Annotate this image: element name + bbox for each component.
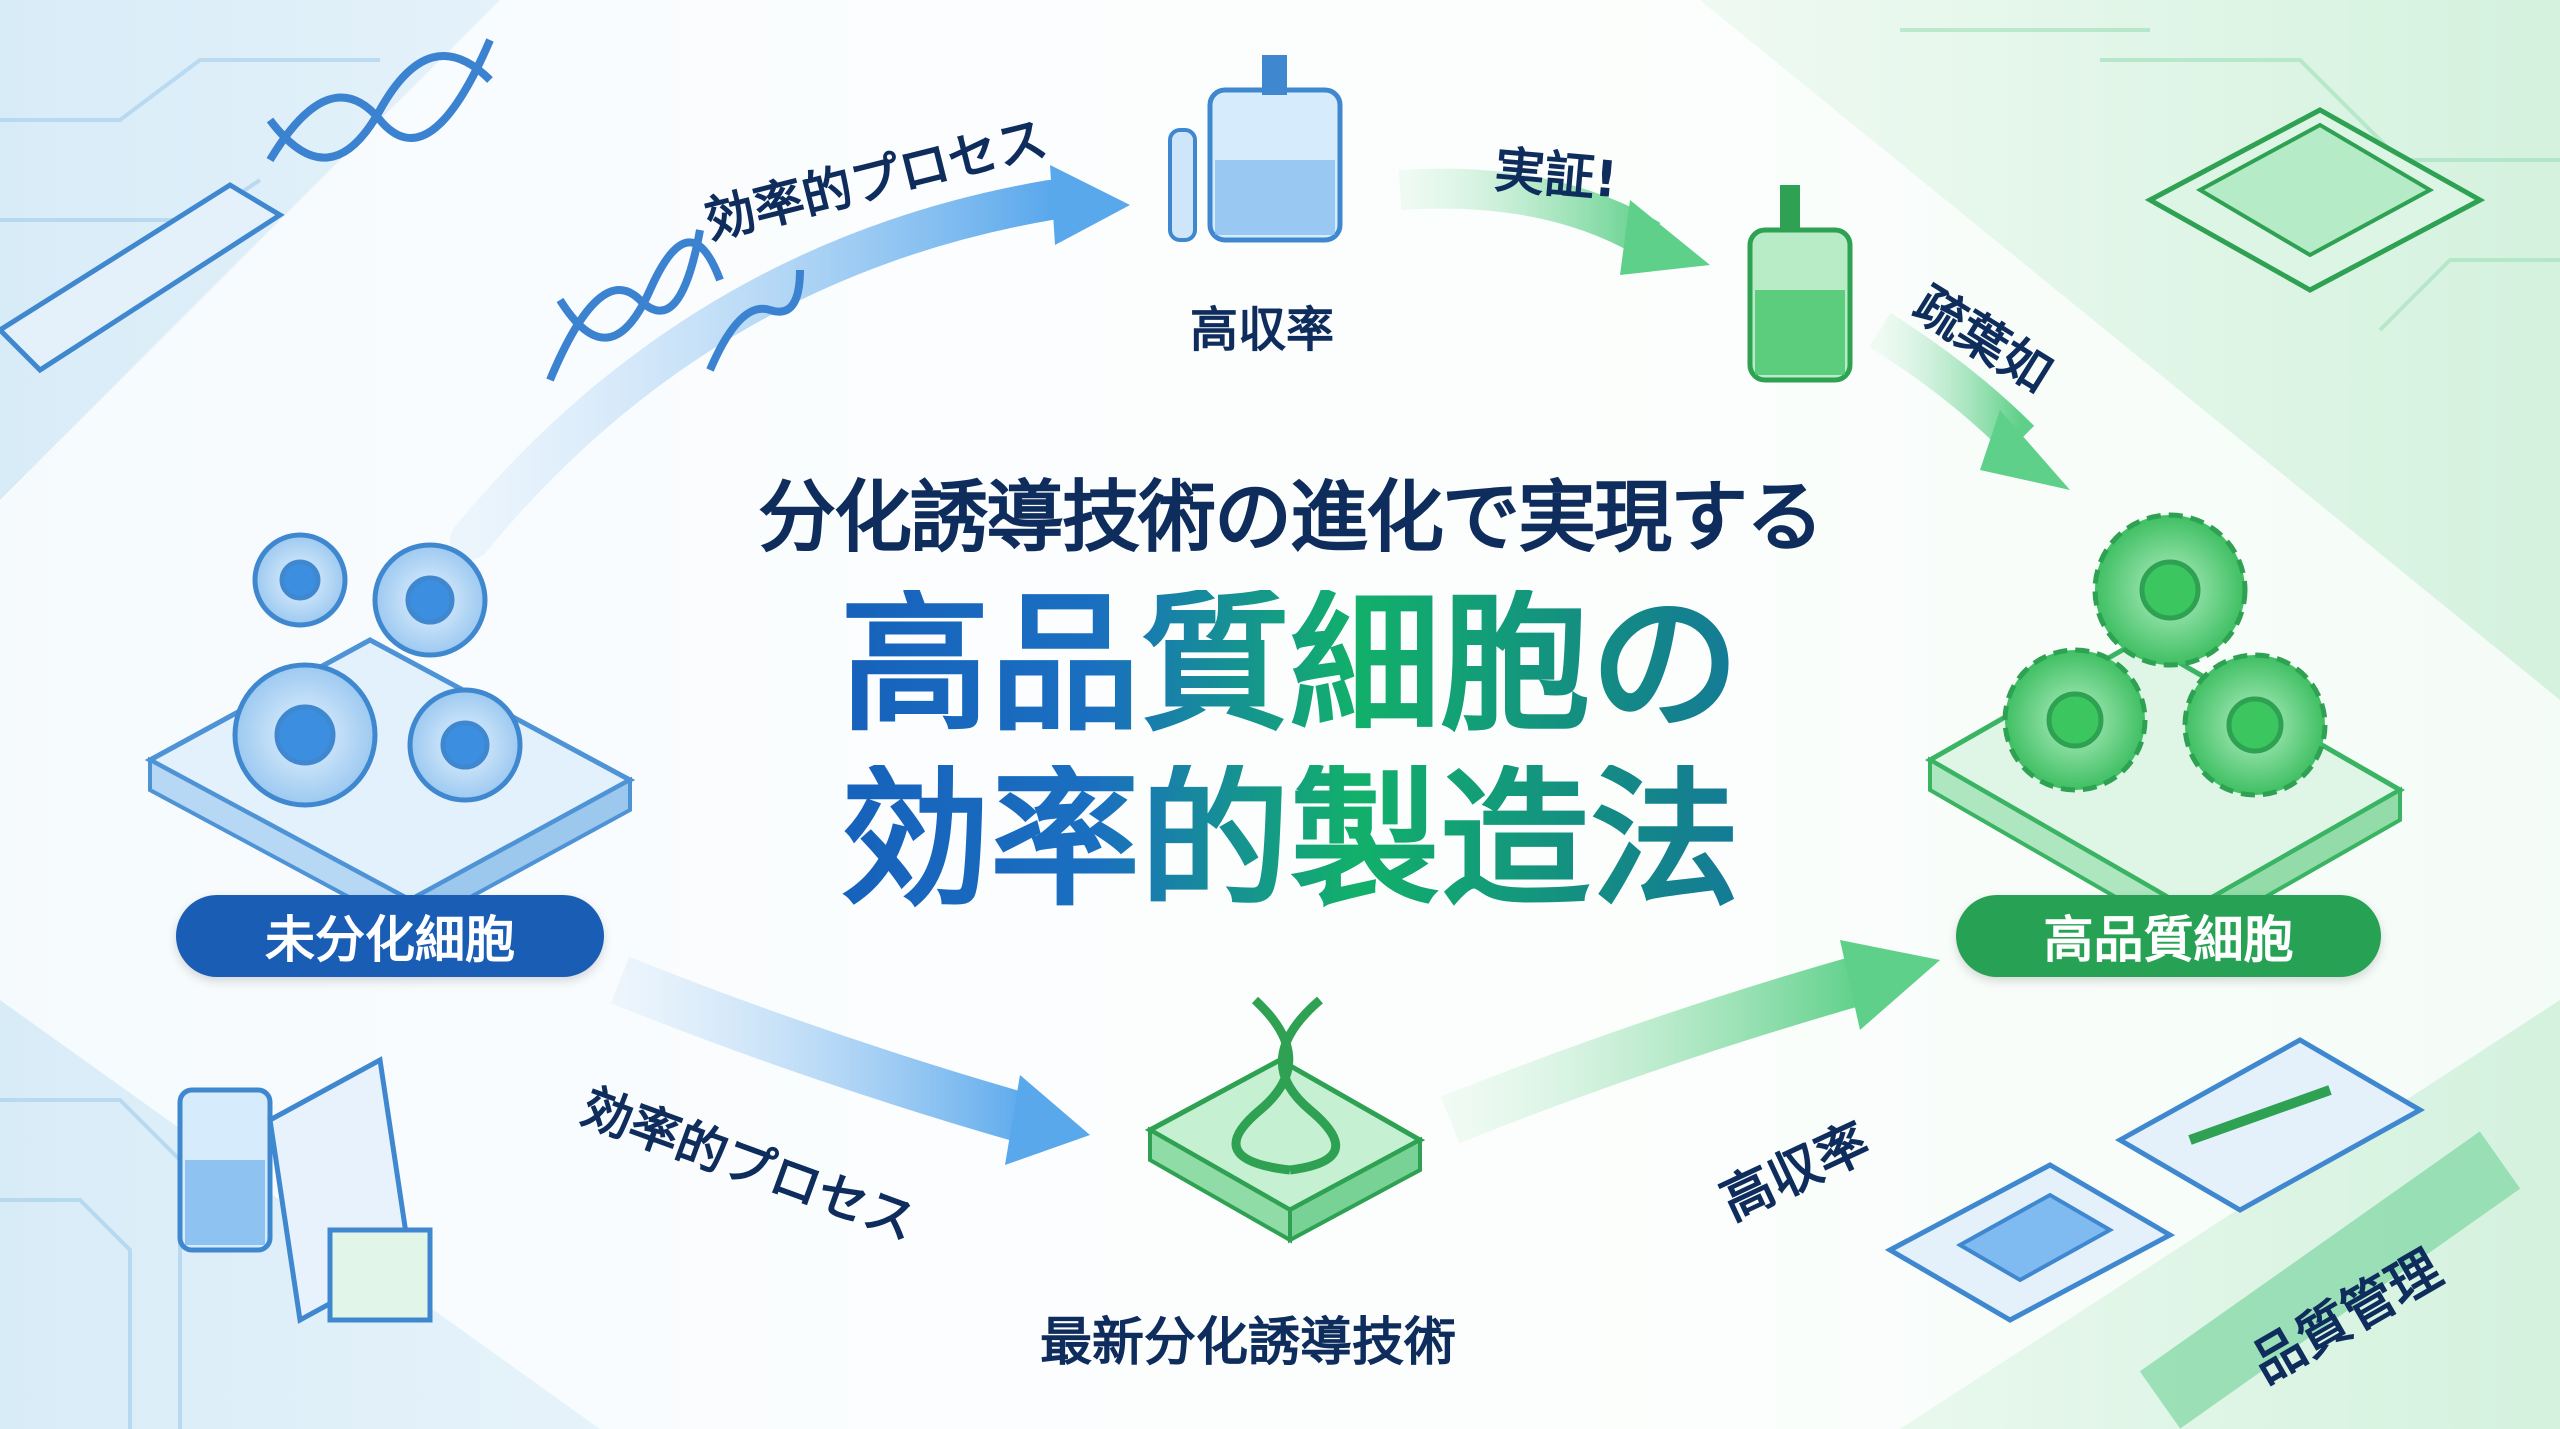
main-title-line1: 高品質細胞の [640, 590, 1940, 740]
end-node-label: 高品質細胞 [1956, 895, 2381, 977]
bioreactor-label: 高収率 [1190, 302, 1335, 358]
tech-label: 最新分化誘導技術 [1040, 1313, 1457, 1373]
main-title-line2: 効率的製造法 [640, 765, 1940, 915]
arrow-label-top-right: 実証! [1492, 140, 1620, 210]
subtitle: 分化誘導技術の進化で実現する [757, 473, 1824, 563]
start-node-label: 未分化細胞 [176, 895, 604, 977]
